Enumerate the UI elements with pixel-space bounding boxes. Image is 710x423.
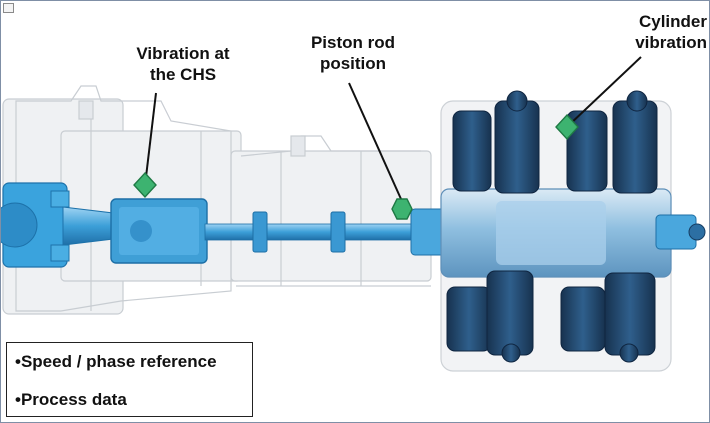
label-vibration-chs: Vibration at the CHS bbox=[113, 43, 253, 85]
label-line: Vibration at bbox=[136, 44, 230, 63]
sensor-marker-chs bbox=[133, 171, 157, 199]
info-item-process-data: •Process data bbox=[15, 390, 127, 409]
label-cylinder-vibration: Cylinder vibration bbox=[611, 11, 707, 53]
label-piston-rod-position: Piston rod position bbox=[299, 32, 407, 74]
sensor-marker-rod bbox=[391, 198, 413, 220]
label-line: position bbox=[319, 54, 387, 73]
compressor-cylinder bbox=[440, 188, 706, 278]
label-line: Piston rod bbox=[310, 33, 396, 52]
crosshead bbox=[110, 198, 208, 264]
cylinder-valves bbox=[446, 90, 658, 363]
info-item-speed-phase: •Speed / phase reference bbox=[15, 352, 217, 371]
leader-lines bbox=[145, 56, 642, 200]
label-line: vibration bbox=[635, 33, 707, 52]
connecting-rod bbox=[62, 206, 114, 246]
crankshaft-end bbox=[1, 182, 70, 268]
image-placeholder-icon bbox=[3, 3, 14, 13]
sensor-marker-cylinder bbox=[555, 113, 579, 141]
label-line: the CHS bbox=[149, 65, 217, 84]
label-line: Cylinder bbox=[638, 12, 707, 31]
info-box: •Speed / phase reference •Process data bbox=[6, 342, 253, 417]
